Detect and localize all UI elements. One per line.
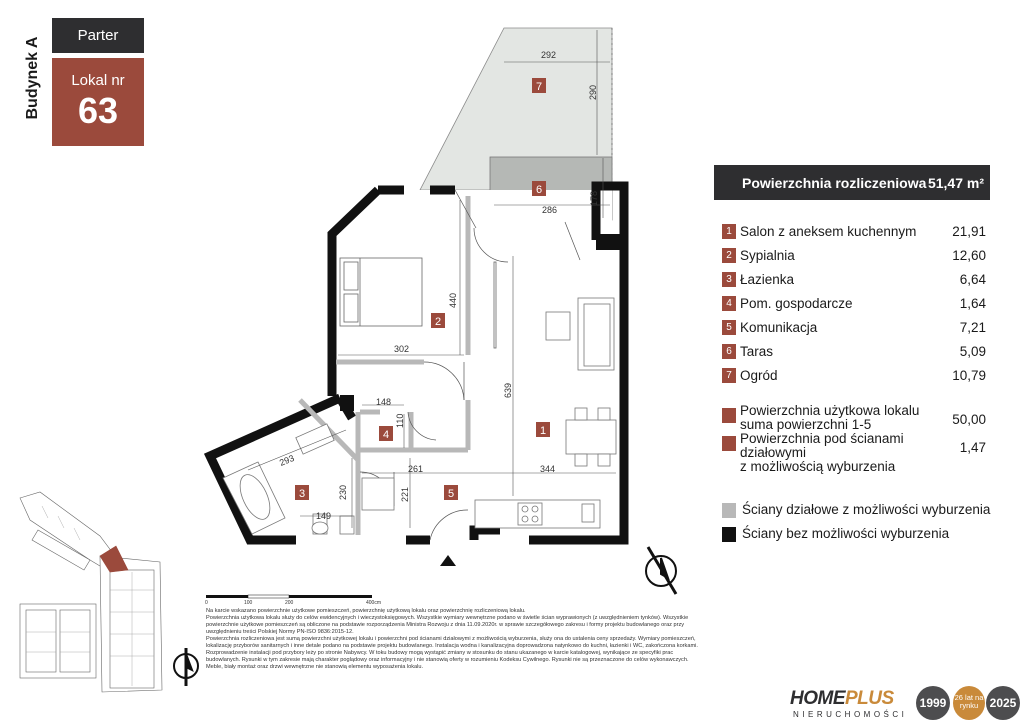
summary-value: 1,47 <box>959 440 986 455</box>
logo-brand-b: PLUS <box>845 688 894 709</box>
list-item: 1 Salon z aneksem kuchennym 21,91 <box>722 222 988 246</box>
room-area: 10,79 <box>952 368 986 383</box>
scale-bar: 0 100 200 400cm <box>205 594 381 606</box>
list-item: 2 Sypialnia 12,60 <box>722 246 988 270</box>
room-name: Ogród <box>740 368 778 383</box>
list-item: 4 Pom. gospodarcze 1,64 <box>722 294 988 318</box>
dim-261: 261 <box>408 464 423 474</box>
scale-200: 200 <box>285 600 294 606</box>
room-number: 1 <box>722 224 736 239</box>
summary-marker <box>722 436 736 451</box>
room-name: Taras <box>740 344 774 359</box>
summary-marker <box>722 408 736 423</box>
room-area: 7,21 <box>959 320 986 335</box>
list-item: 3 Łazienka 6,64 <box>722 270 988 294</box>
room-number: 2 <box>722 248 736 263</box>
interior-floor <box>214 190 612 540</box>
dim-639: 639 <box>503 383 513 398</box>
room-badge-2: 2 <box>435 316 441 328</box>
key-plan <box>19 491 163 693</box>
room-number: 7 <box>722 368 736 383</box>
legend-structural-walls: Ściany bez możliwości wyburzenia <box>722 526 992 546</box>
room-badge-6: 6 <box>536 184 542 196</box>
room-number: 4 <box>722 296 736 311</box>
scale-100: 100 <box>244 600 253 606</box>
year-end: 2025 <box>986 686 1020 720</box>
room-name: Łazienka <box>740 272 795 287</box>
room-list: 1 Salon z aneksem kuchennym 21,91 2 Sypialn… <box>722 222 988 390</box>
scale-400: 400cm <box>366 600 381 606</box>
list-item: 7 Ogród 10,79 <box>722 366 988 390</box>
dim-440: 440 <box>448 293 458 308</box>
company-logo: HOMEPLUS NIERUCHOMOŚCI <box>790 688 904 719</box>
total-area-header: Powierzchnia rozliczeniowa 51,47 m² <box>714 165 990 200</box>
dim-230: 230 <box>338 485 348 500</box>
list-item: 6 Taras 5,09 <box>722 342 988 366</box>
legend-label: Ściany bez możliwości wyburzenia <box>742 526 950 541</box>
dim-148: 148 <box>376 397 391 407</box>
room-number: 5 <box>722 320 736 335</box>
room-name: Pom. gospodarcze <box>740 296 853 311</box>
unit-number: 63 <box>77 90 119 131</box>
scale-0: 0 <box>205 600 208 606</box>
room-number: 6 <box>722 344 736 359</box>
room-area: 5,09 <box>959 344 986 359</box>
room-area: 21,91 <box>952 224 986 239</box>
room-badge-4: 4 <box>383 429 389 441</box>
room-area: 12,60 <box>952 248 986 263</box>
entrance-arrow <box>440 555 456 566</box>
dim-302: 302 <box>394 344 409 354</box>
floor-label: Parter <box>52 18 144 53</box>
dim-286: 286 <box>542 205 557 215</box>
years-badge: 26 lat na rynku <box>953 686 985 720</box>
anniversary-badge: 1999 26 lat na rynku 2025 <box>916 686 1024 720</box>
summary-value: 50,00 <box>952 412 986 427</box>
dim-149: 149 <box>316 511 331 521</box>
legend-partition-walls: Ściany działowe z możliwości wyburzenia <box>722 502 992 522</box>
list-item: 5 Komunikacja 7,21 <box>722 318 988 342</box>
room-badge-1: 1 <box>540 425 546 437</box>
dim-344: 344 <box>540 464 555 474</box>
room-badge-7: 7 <box>536 81 542 93</box>
total-area-title: Powierzchnia rozliczeniowa <box>742 175 927 191</box>
legend-label: Ściany działowe z możliwości wyburzenia <box>742 502 991 517</box>
room-area: 6,64 <box>959 272 986 287</box>
room-badge-3: 3 <box>299 488 305 500</box>
dim-221: 221 <box>400 487 410 502</box>
room-badge-5: 5 <box>448 488 454 500</box>
logo-subtitle: NIERUCHOMOŚCI <box>793 710 908 719</box>
logo-brand-a: HOME <box>790 688 846 709</box>
disclaimer-text: Na karcie wskazano powierzchnie użytkowe… <box>206 608 698 670</box>
north-arrow-icon <box>645 546 678 595</box>
legend-swatch <box>722 527 736 542</box>
year-start: 1999 <box>916 686 950 720</box>
unit-label: Lokal nr <box>71 72 125 89</box>
dim-292: 292 <box>541 50 556 60</box>
room-name: Sypialnia <box>740 248 795 263</box>
room-area: 1,64 <box>959 296 986 311</box>
room-name: Komunikacja <box>740 320 818 335</box>
unit-badge: Lokal nr 63 <box>52 58 144 146</box>
total-area-value: 51,47 m² <box>927 175 984 191</box>
north-arrow-small-icon <box>173 648 199 686</box>
dim-110: 110 <box>395 414 405 428</box>
room-name: Salon z aneksem kuchennym <box>740 224 917 239</box>
dim-178: 178 <box>589 191 599 206</box>
room-number: 3 <box>722 272 736 287</box>
legend-swatch <box>722 503 736 518</box>
dim-290: 290 <box>588 85 598 100</box>
